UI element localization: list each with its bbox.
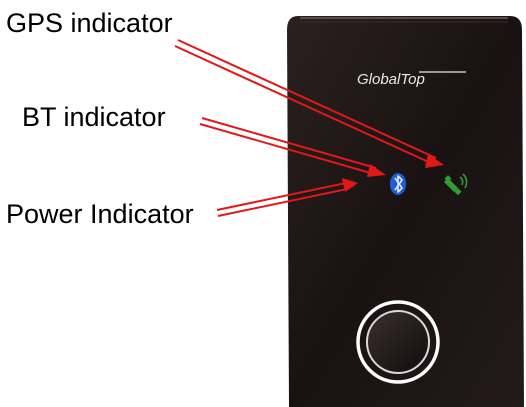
brand-logo: GlobalTop	[357, 71, 425, 88]
gps-indicator-label: GPS indicator	[6, 8, 173, 38]
power-arrow	[216, 178, 358, 217]
device-body	[287, 16, 524, 407]
bluetooth-icon	[390, 173, 406, 195]
bt-arrow	[199, 117, 386, 177]
bt-indicator-label: BT indicator	[22, 102, 166, 132]
power-button	[356, 300, 440, 384]
gps-arrow	[174, 39, 444, 168]
power-indicator-label: Power Indicator	[6, 199, 194, 229]
satellite-icon	[444, 173, 468, 196]
